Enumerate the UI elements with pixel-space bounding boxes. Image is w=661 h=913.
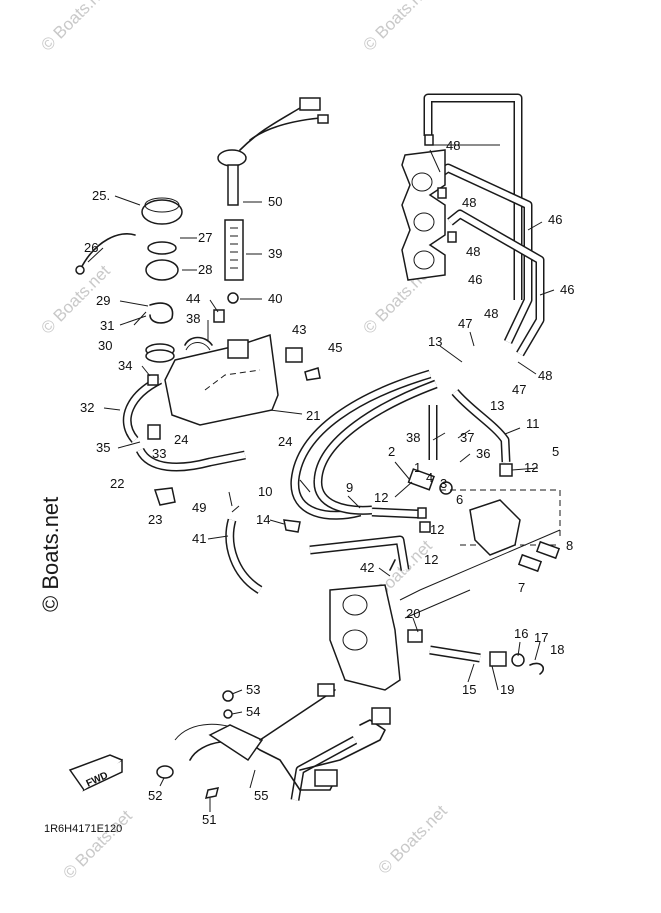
callout-13-a: 13 bbox=[428, 334, 442, 349]
callout-7: 7 bbox=[518, 580, 525, 595]
callout-19: 19 bbox=[500, 682, 514, 697]
callout-46-b: 46 bbox=[468, 272, 482, 287]
callout-26: 26 bbox=[84, 240, 98, 255]
callout-41: 41 bbox=[192, 531, 206, 546]
callout-23: 23 bbox=[148, 512, 162, 527]
callout-38-right: 38 bbox=[406, 430, 420, 445]
callout-33: 33 bbox=[152, 446, 166, 461]
watermark-top-left: © Boats.net bbox=[37, 0, 114, 55]
callout-15: 15 bbox=[462, 682, 476, 697]
callout-12-b: 12 bbox=[374, 490, 388, 505]
leader-lines bbox=[87, 144, 555, 812]
callout-35: 35 bbox=[96, 440, 110, 455]
callout-36: 36 bbox=[476, 446, 490, 461]
callout-17: 17 bbox=[534, 630, 548, 645]
callout-20: 20 bbox=[406, 606, 420, 621]
callout-43: 43 bbox=[292, 322, 306, 337]
callout-37: 37 bbox=[460, 430, 474, 445]
callout-31: 31 bbox=[100, 318, 114, 333]
callout-40: 40 bbox=[268, 291, 282, 306]
callout-16: 16 bbox=[514, 626, 528, 641]
callout-30: 30 bbox=[98, 338, 112, 353]
watermark-bottom-right: © Boats.net bbox=[374, 801, 451, 878]
callout-46-a: 46 bbox=[548, 212, 562, 227]
callouts: 25. 26 27 28 29 31 30 44 38 34 32 35 33 … bbox=[80, 138, 574, 827]
callout-34: 34 bbox=[118, 358, 132, 373]
callout-12-a: 12 bbox=[524, 460, 538, 475]
callout-28: 28 bbox=[198, 262, 212, 277]
callout-50: 50 bbox=[268, 194, 282, 209]
callout-49: 49 bbox=[192, 500, 206, 515]
callout-13-b: 13 bbox=[490, 398, 504, 413]
callout-38-left: 38 bbox=[186, 311, 200, 326]
callout-48-c: 48 bbox=[466, 244, 480, 259]
callout-48-a: 48 bbox=[446, 138, 460, 153]
callout-29: 29 bbox=[96, 293, 110, 308]
callout-42: 42 bbox=[360, 560, 374, 575]
callout-14: 14 bbox=[256, 512, 270, 527]
callout-53: 53 bbox=[246, 682, 260, 697]
callout-11: 11 bbox=[526, 416, 540, 431]
callout-32: 32 bbox=[80, 400, 94, 415]
callout-46-c: 46 bbox=[560, 282, 574, 297]
watermark-left-vertical: © Boats.net bbox=[38, 497, 63, 612]
callout-18: 18 bbox=[550, 642, 564, 657]
callout-45: 45 bbox=[328, 340, 342, 355]
callout-24-right: 24 bbox=[278, 434, 292, 449]
callout-44: 44 bbox=[186, 291, 200, 306]
callout-9: 9 bbox=[346, 480, 353, 495]
callout-4: 4 bbox=[426, 470, 433, 485]
watermark-bottom-left: © Boats.net bbox=[59, 806, 136, 883]
callout-12-c: 12 bbox=[430, 522, 444, 537]
watermark-top-right: © Boats.net bbox=[359, 0, 436, 55]
callout-27: 27 bbox=[198, 230, 212, 245]
drawing-code: 1R6H4171E120 bbox=[44, 823, 122, 835]
callout-48-d: 48 bbox=[484, 306, 498, 321]
callout-51: 51 bbox=[202, 812, 216, 827]
callout-48-b: 48 bbox=[462, 195, 476, 210]
callout-48-e: 48 bbox=[538, 368, 552, 383]
callout-47-b: 47 bbox=[512, 382, 526, 397]
callout-6: 6 bbox=[456, 492, 463, 507]
callout-12-d: 12 bbox=[424, 552, 438, 567]
callout-55: 55 bbox=[254, 788, 268, 803]
callout-10: 10 bbox=[258, 484, 272, 499]
callout-5: 5 bbox=[552, 444, 559, 459]
callout-8: 8 bbox=[566, 538, 573, 553]
callout-21: 21 bbox=[306, 408, 320, 423]
line-art bbox=[68, 97, 561, 799]
callout-2: 2 bbox=[388, 444, 395, 459]
callout-47-a: 47 bbox=[458, 316, 472, 331]
callout-25: 25. bbox=[92, 188, 110, 203]
callout-39: 39 bbox=[268, 246, 282, 261]
callout-1: 1 bbox=[414, 460, 421, 475]
callout-24-left: 24 bbox=[174, 432, 188, 447]
callout-52: 52 bbox=[148, 788, 162, 803]
callout-54: 54 bbox=[246, 704, 260, 719]
callout-3: 3 bbox=[440, 476, 447, 491]
callout-22: 22 bbox=[110, 476, 124, 491]
